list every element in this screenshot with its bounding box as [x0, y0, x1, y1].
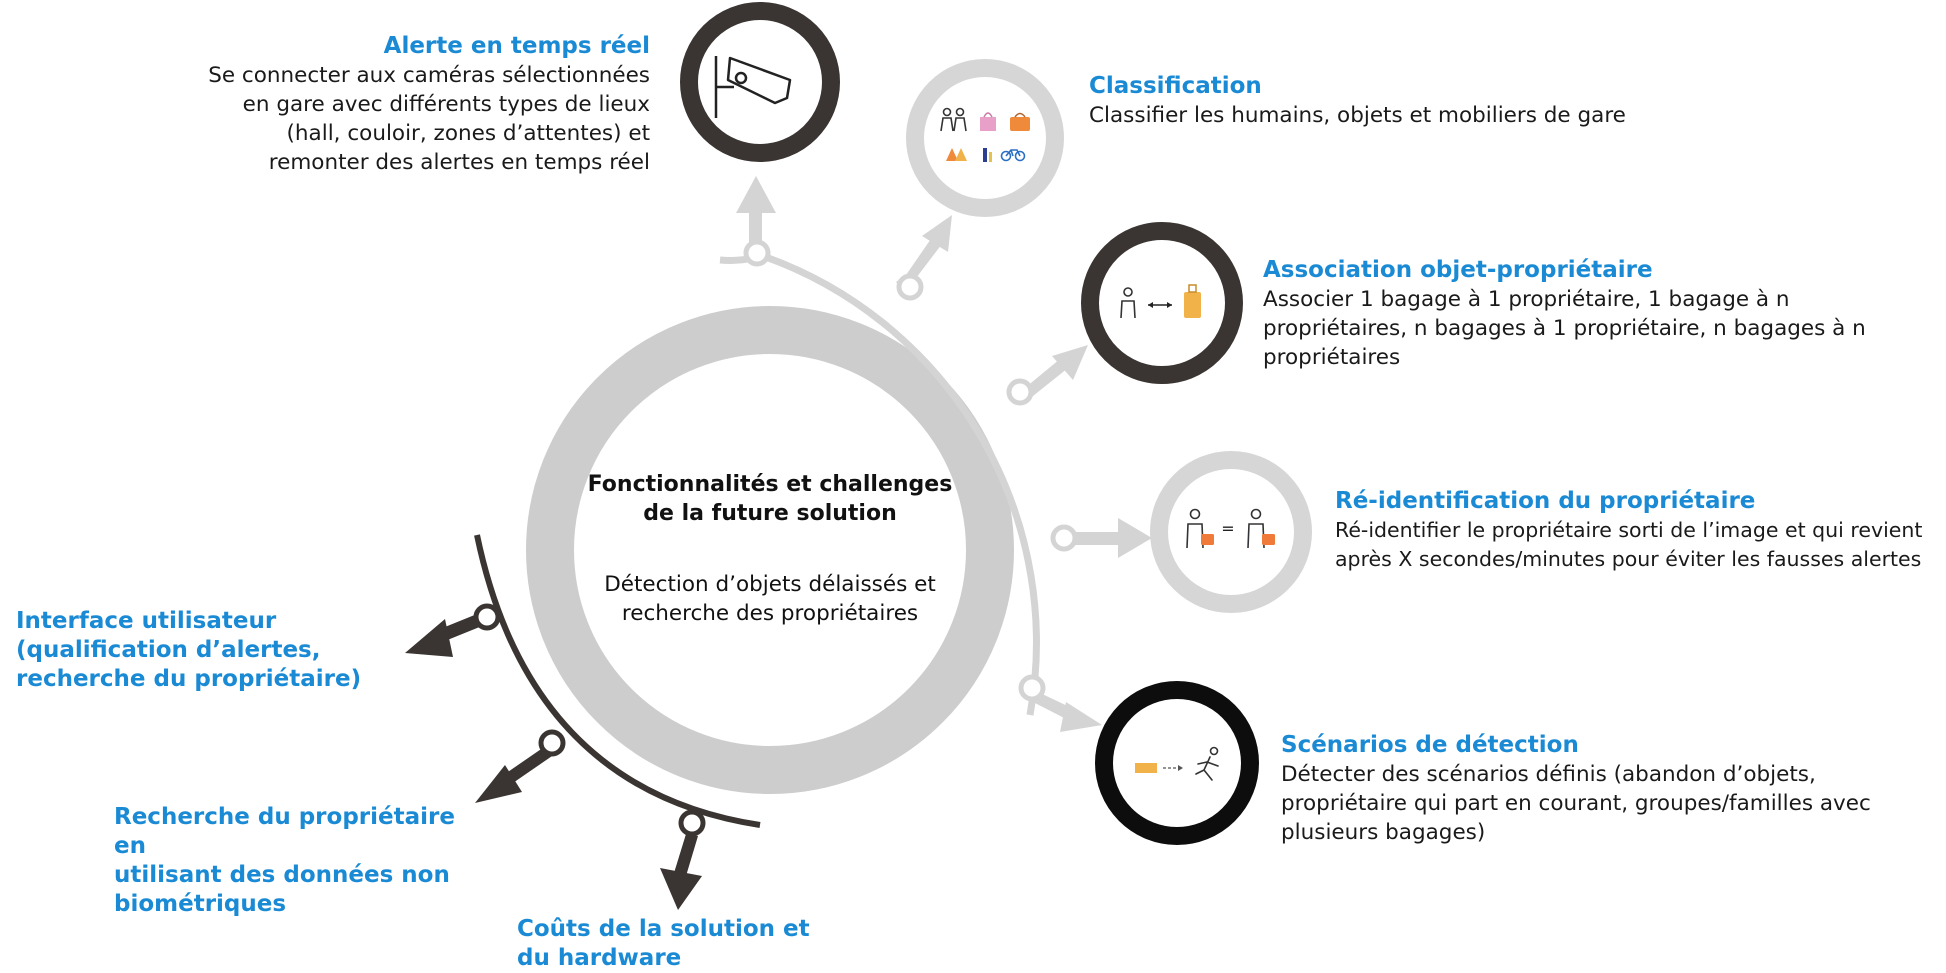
center-title: Fonctionnalités et challenges de la futu… [587, 472, 953, 526]
classification-line: Classifier les humains, objets et mobili… [1089, 103, 1626, 128]
people-objects-icon [940, 107, 1030, 162]
arrow-head-scenarios [1060, 702, 1102, 732]
reid-line: Ré-identifier le propriétaire sorti de l… [1335, 518, 1923, 542]
alerte-line: remonter des alertes en temps réel [268, 150, 650, 175]
right-arc [758, 251, 1040, 716]
scenarios-title: Scénarios de détection [1281, 732, 1579, 758]
association-line: propriétaires [1263, 345, 1401, 370]
person-equals-person-icon: = [1186, 508, 1275, 549]
association-line: propriétaires, n bagages à 1 propriétair… [1263, 316, 1866, 341]
alerte-title: Alerte en temps réel [383, 33, 650, 59]
arrow-head-couts [660, 868, 702, 910]
center-subtitle: Détection d’objets délaissés et recherch… [604, 572, 936, 626]
arrow-head-recherche [475, 765, 522, 803]
ring-scenarios [1095, 681, 1259, 845]
node-interface [473, 603, 501, 631]
reid-title: Ré-identification du propriétaire [1335, 488, 1756, 514]
recherche-title: utilisant des données non [114, 862, 450, 888]
arc-nodes [473, 239, 1078, 837]
running-person-icon [1135, 746, 1219, 781]
ring-association [1081, 222, 1243, 384]
arrow-shaft-couts [674, 834, 698, 876]
center-ring [526, 306, 1014, 794]
classification-block: Classification Classifier les humains, o… [1089, 72, 1789, 130]
association-line: Associer 1 bagage à 1 propriétaire, 1 ba… [1263, 287, 1790, 312]
recherche-block: Recherche du propriétaire en utilisant d… [114, 803, 494, 919]
arrow-head-association [1052, 345, 1088, 380]
node-recherche [538, 729, 566, 757]
classification-title: Classification [1089, 73, 1262, 99]
arrow-head-classification [922, 215, 952, 252]
scenarios-line: plusieurs bagages) [1281, 820, 1486, 845]
recherche-title: Recherche du propriétaire en [114, 804, 455, 859]
arrow-shaft-recherche [502, 745, 555, 785]
arrow-head-interface [405, 619, 453, 657]
reid-line: après X secondes/minutes pour éviter les… [1335, 547, 1922, 571]
arrow-shaft-reid [1064, 532, 1122, 545]
security-camera-icon [714, 56, 792, 118]
interface-title: (qualification d’alertes, [16, 637, 321, 663]
ring-alerte [680, 2, 840, 162]
person-luggage-link-icon [1120, 284, 1201, 319]
couts-title: Coûts de la solution et [517, 916, 810, 942]
node-association [1006, 378, 1034, 406]
association-title: Association objet-propriétaire [1263, 257, 1653, 283]
recherche-title: biométriques [114, 891, 287, 917]
node-reid [1050, 524, 1078, 552]
left-arc [474, 534, 761, 828]
arrow-head-reid [1118, 518, 1152, 558]
scenarios-line: propriétaire qui part en courant, groupe… [1281, 791, 1871, 816]
svg-text:=: = [1221, 519, 1234, 538]
ring-classification [906, 59, 1064, 217]
alerte-line: en gare avec différents types de lieux [242, 92, 650, 117]
node-classification [896, 273, 924, 301]
alerte-line: (hall, couloir, zones d’attentes) et [286, 121, 650, 146]
arrow-head-alerte [736, 176, 776, 213]
node-couts [678, 809, 706, 837]
scenarios-block: Scénarios de détection Détecter des scén… [1281, 731, 1901, 847]
interface-block: Interface utilisateur (qualification d’a… [16, 607, 376, 694]
couts-title: du hardware [517, 945, 682, 971]
interface-title: recherche du propriétaire) [16, 666, 362, 692]
alerte-line: Se connecter aux caméras sélectionnées [208, 63, 650, 88]
association-block: Association objet-propriétaire Associer … [1263, 256, 1883, 372]
alerte-block: Alerte en temps réel Se connecter aux ca… [160, 32, 650, 177]
node-alerte [743, 239, 771, 267]
interface-title: Interface utilisateur [16, 608, 277, 634]
ring-reid [1150, 451, 1312, 613]
reid-block: Ré-identification du propriétaire Ré-ide… [1335, 487, 1940, 574]
couts-block: Coûts de la solution et du hardware [517, 915, 857, 973]
scenarios-line: Détecter des scénarios définis (abandon … [1281, 762, 1816, 787]
node-scenarios [1018, 674, 1046, 702]
